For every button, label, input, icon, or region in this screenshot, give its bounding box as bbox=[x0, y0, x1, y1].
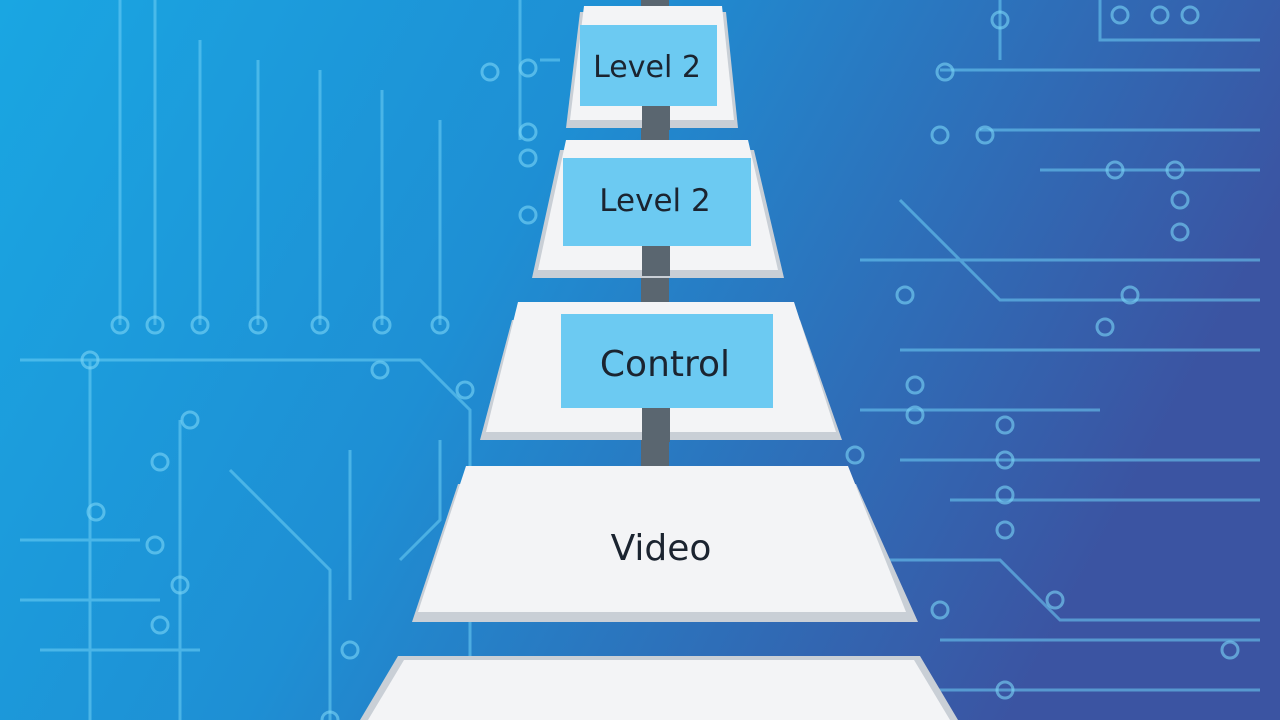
circuit-node bbox=[990, 10, 1010, 30]
circuit-node bbox=[518, 58, 538, 78]
circuit-node bbox=[372, 315, 392, 335]
circuit-node bbox=[80, 350, 100, 370]
tier-control-label-box bbox=[561, 314, 773, 408]
pyramid-tier-5 bbox=[360, 656, 958, 720]
circuit-node bbox=[995, 415, 1015, 435]
circuit-node bbox=[995, 450, 1015, 470]
tier-level2-lower-label-box bbox=[563, 158, 751, 246]
circuit-node bbox=[370, 360, 390, 380]
circuit-node bbox=[1110, 5, 1130, 25]
circuit-node bbox=[145, 315, 165, 335]
circuit-node bbox=[110, 315, 130, 335]
circuit-node bbox=[905, 405, 925, 425]
circuit-trace bbox=[1098, 0, 1260, 42]
circuit-node bbox=[145, 535, 165, 555]
tier-level2-top-label: Level 2 bbox=[593, 50, 701, 85]
circuit-node bbox=[150, 452, 170, 472]
circuit-node bbox=[150, 615, 170, 635]
circuit-node bbox=[1105, 160, 1125, 180]
circuit-node bbox=[310, 315, 330, 335]
circuit-node bbox=[340, 640, 360, 660]
circuit-node bbox=[1170, 222, 1190, 242]
tier-level2-top-label-box bbox=[580, 25, 717, 106]
circuit-node bbox=[1095, 317, 1115, 337]
circuit-node bbox=[995, 520, 1015, 540]
circuit-node bbox=[86, 502, 106, 522]
pyramid-tier-level2-lower: Level 2 bbox=[532, 140, 784, 278]
circuit-node bbox=[1045, 590, 1065, 610]
circuit-node bbox=[518, 122, 538, 142]
circuit-trace bbox=[898, 198, 1260, 302]
circuit-trace bbox=[228, 468, 332, 720]
circuit-node bbox=[248, 315, 268, 335]
pyramid-tier-level2-top: Level 2 bbox=[566, 6, 738, 130]
circuit-node bbox=[975, 125, 995, 145]
circuit-trace bbox=[870, 558, 1260, 622]
circuit-node bbox=[480, 62, 500, 82]
tier-level2-lower-label: Level 2 bbox=[599, 183, 710, 219]
circuit-node bbox=[930, 125, 950, 145]
circuit-node bbox=[1120, 285, 1140, 305]
circuit-node bbox=[320, 710, 340, 720]
circuit-node bbox=[995, 485, 1015, 505]
circuit-node bbox=[1180, 5, 1200, 25]
circuit-node bbox=[1220, 640, 1240, 660]
circuit-node bbox=[430, 315, 450, 335]
circuit-node bbox=[1150, 5, 1170, 25]
circuit-node bbox=[190, 315, 210, 335]
pyramid-tier-video: Video bbox=[412, 466, 918, 622]
circuit-node bbox=[1170, 190, 1190, 210]
circuit-node bbox=[935, 62, 955, 82]
tier-video-label: Video bbox=[611, 528, 712, 569]
circuit-node bbox=[180, 410, 200, 430]
circuit-node bbox=[518, 148, 538, 168]
circuit-node bbox=[170, 575, 190, 595]
circuit-node bbox=[1165, 160, 1185, 180]
circuit-trace bbox=[398, 440, 442, 562]
circuit-node bbox=[518, 205, 538, 225]
circuit-node bbox=[905, 375, 925, 395]
tier-control-label: Control bbox=[600, 344, 730, 385]
circuit-node bbox=[845, 445, 865, 465]
pyramid-tier-control: Control bbox=[480, 302, 842, 442]
circuit-node bbox=[930, 600, 950, 620]
circuit-node bbox=[455, 380, 475, 400]
circuit-node bbox=[995, 680, 1015, 700]
circuit-node bbox=[895, 285, 915, 305]
